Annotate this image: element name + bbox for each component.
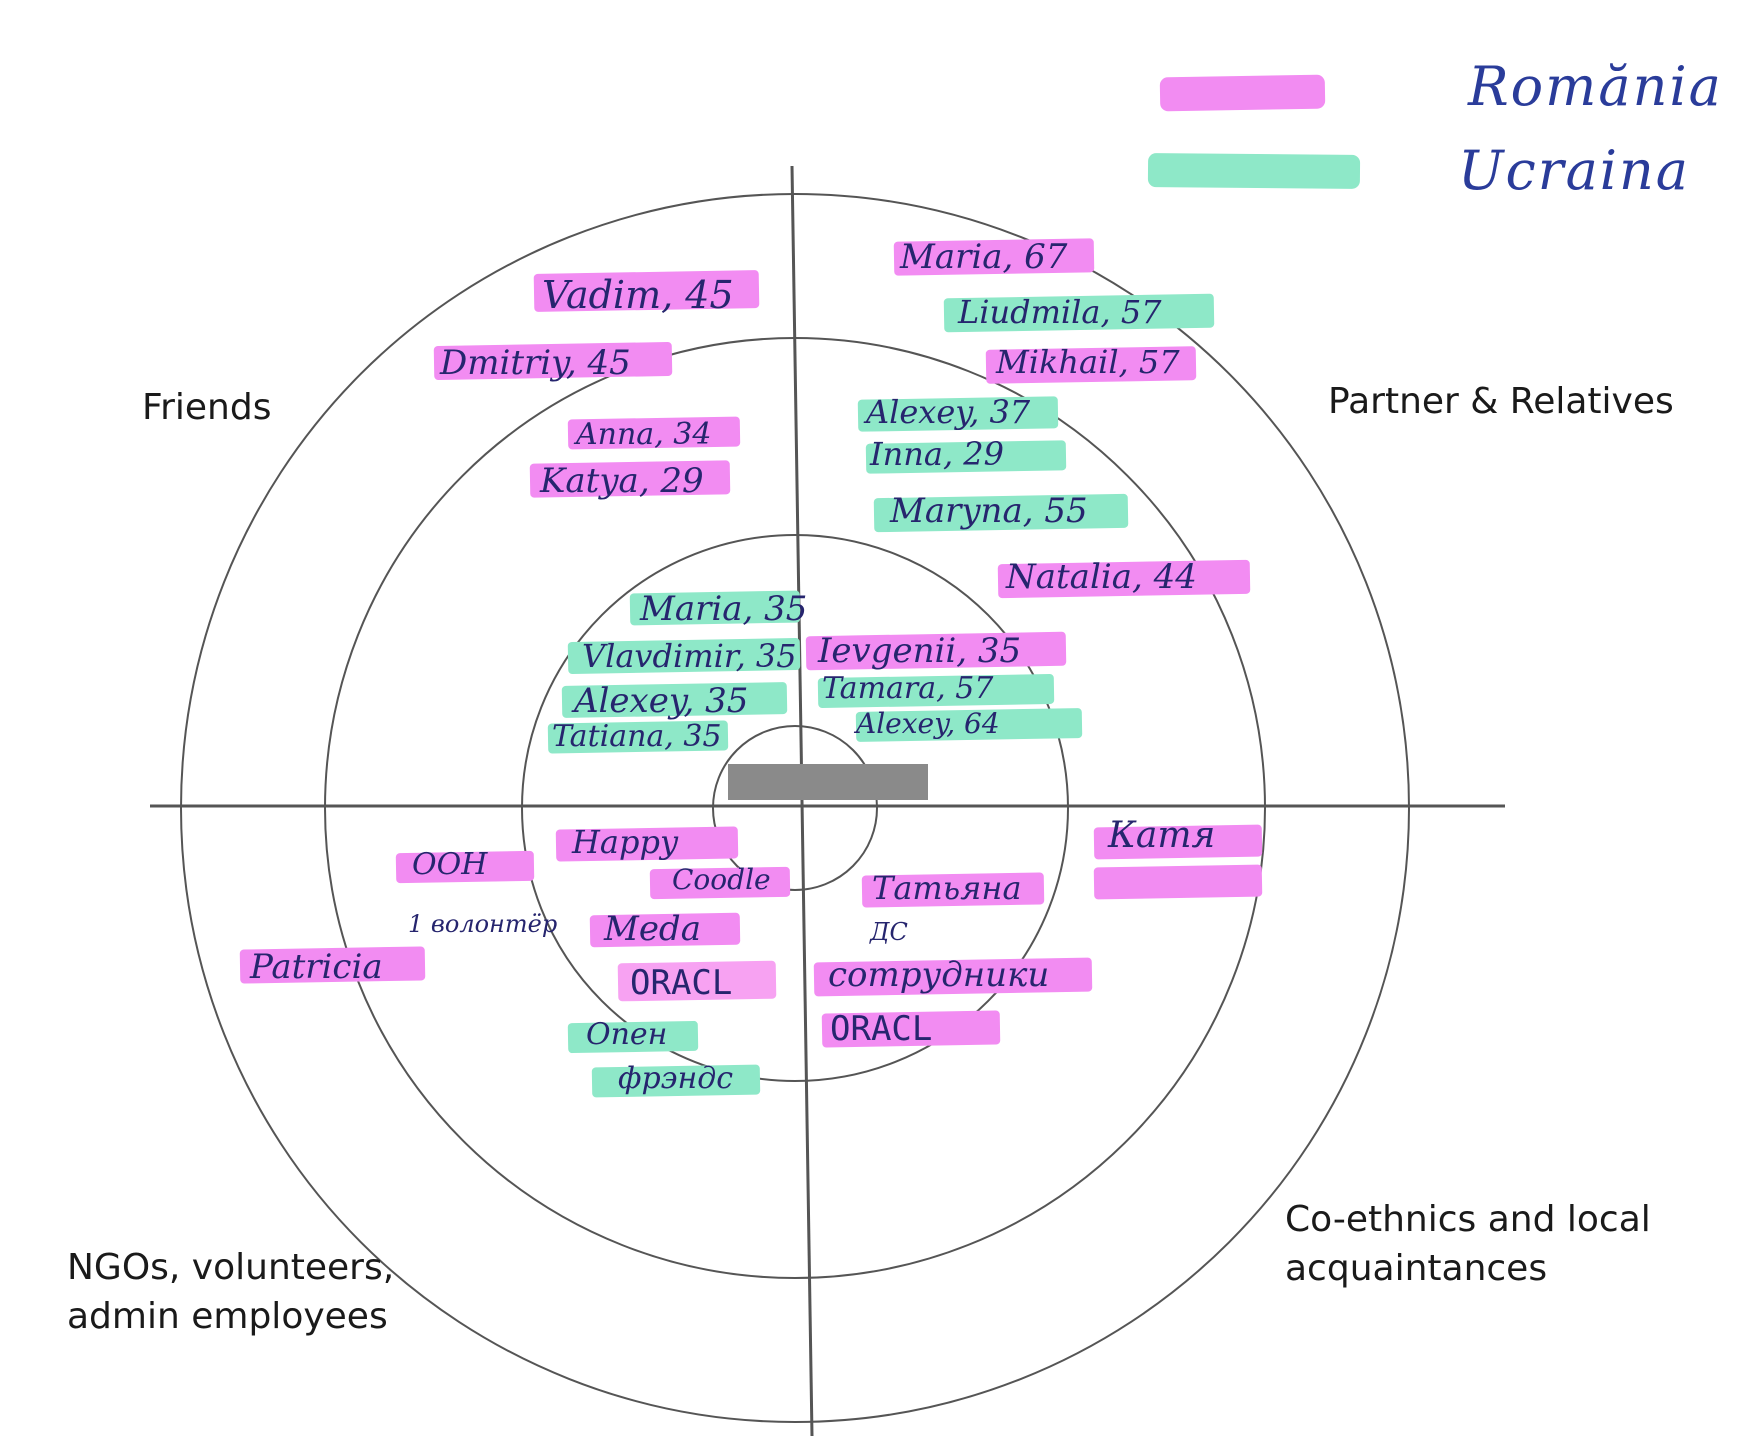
quadrant-label-ngos-line1: NGOs, volunteers, — [67, 1247, 395, 1288]
entry-friends-5: Vlavdimir, 35 — [582, 637, 797, 675]
entry-partner-0: Maria, 67 — [900, 237, 1068, 277]
entry-partner-2: Mikhail, 57 — [996, 343, 1180, 381]
entry-friends-3: Katya, 29 — [540, 461, 704, 501]
entry-partner-5: Maryna, 55 — [890, 491, 1088, 531]
entry-coethnic-4: ORACL — [830, 1009, 933, 1049]
entry-ngo-4: Coodle — [672, 863, 771, 896]
entry-friends-1: Dmitriy, 45 — [440, 343, 631, 383]
vertical-axis — [790, 165, 814, 1436]
legend-label-romania: Romănia — [1468, 55, 1723, 118]
legend-label-ucraina: Ucraina — [1458, 139, 1691, 202]
entry-partner-7: Ievgenii, 35 — [818, 631, 1022, 671]
entry-ngo-6: ORACL — [630, 963, 733, 1003]
outer-circle — [180, 193, 1410, 1423]
entry-partner-6: Natalia, 44 — [1006, 557, 1197, 597]
quadrant-label-partner-relatives: Partner & Relatives — [1328, 381, 1674, 422]
inner-circle — [712, 725, 878, 891]
entry-ngo-5: Meda — [604, 909, 701, 949]
entry-friends-6: Alexey, 35 — [574, 681, 749, 721]
quadrant-label-coethnics: Co-ethnics and local acquaintances — [1285, 1196, 1651, 1293]
quadrant-label-coethnics-line1: Co-ethnics and local — [1285, 1199, 1651, 1240]
quadrant-label-friends: Friends — [142, 387, 272, 428]
entry-partner-4: Inna, 29 — [870, 435, 1004, 473]
entry-partner-9: Alexey, 64 — [856, 707, 1000, 740]
entry-coethnic-0: Катя — [1108, 815, 1216, 856]
entry-coethnic-1: Татьяна — [872, 869, 1022, 907]
entry-coethnic-2: ДС — [870, 918, 908, 946]
redaction-box — [728, 764, 928, 800]
quadrant-label-ngos: NGOs, volunteers, admin employees — [67, 1244, 394, 1341]
entry-friends-0: Vadim, 45 — [542, 273, 734, 317]
entry-friends-7: Tatiana, 35 — [552, 719, 722, 754]
entry-ngo-0: ООН — [412, 847, 488, 882]
entry-ngo-7: Опен — [586, 1017, 668, 1052]
entry-ngo-1: 1 волонтёр — [408, 910, 558, 938]
entry-friends-4: Maria, 35 — [640, 589, 808, 629]
entry-partner-3: Alexey, 37 — [866, 393, 1031, 431]
entry-ngo-3: Happy — [572, 823, 679, 861]
legend-swatch-romania — [1159, 74, 1326, 112]
highlight — [1093, 864, 1263, 900]
second-circle — [521, 534, 1069, 1082]
entry-friends-2: Anna, 34 — [576, 417, 712, 452]
entry-partner-1: Liudmila, 57 — [958, 293, 1162, 331]
quadrant-label-coethnics-line2: acquaintances — [1285, 1247, 1548, 1289]
entry-ngo-8: фрэндс — [618, 1061, 734, 1096]
legend-swatch-ucraina — [1147, 153, 1361, 189]
quadrant-label-ngos-line2: admin employees — [67, 1295, 388, 1337]
entry-partner-8: Tamara, 57 — [822, 671, 994, 706]
entry-coethnic-3: сотрудники — [828, 955, 1050, 995]
entry-ngo-2: Patricia — [250, 947, 383, 987]
third-circle — [324, 337, 1266, 1279]
